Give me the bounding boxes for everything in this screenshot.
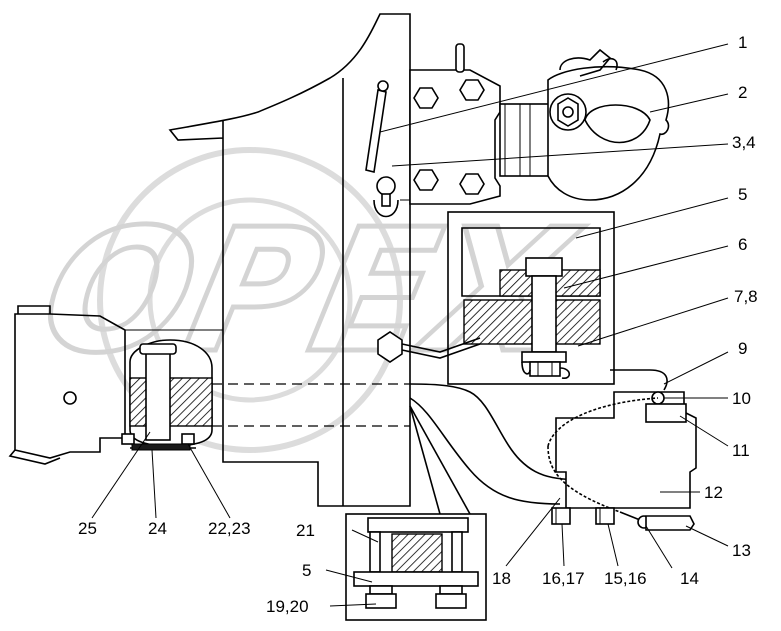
callout-7-8: 7,8: [734, 287, 758, 306]
callout-6: 6: [738, 235, 747, 254]
callout-24: 24: [148, 519, 167, 538]
callout-14: 14: [680, 569, 699, 588]
castle-nut-icon: [557, 97, 579, 127]
callout-5-bottom: 5: [302, 561, 311, 580]
frame-body: [168, 13, 411, 507]
callout-22-23: 22,23: [208, 519, 251, 538]
nut-icon: [413, 87, 439, 109]
callout-11: 11: [732, 441, 750, 460]
pin-with-safety-clip: [365, 80, 410, 218]
callout-15-16: 15,16: [604, 569, 647, 588]
callout-21: 21: [296, 521, 315, 540]
callout-25: 25: [78, 519, 97, 538]
leader-lines: [91, 43, 729, 607]
detail-damper: [345, 405, 487, 621]
callout-13: 13: [732, 541, 751, 560]
hook-assembly: [409, 43, 670, 205]
projection-lines: [212, 383, 410, 427]
callout-1: 1: [738, 33, 747, 52]
callout-3-4: 3,4: [732, 133, 756, 152]
callout-2: 2: [738, 83, 747, 102]
nut-icon: [459, 173, 485, 195]
callout-16-17: 16,17: [542, 569, 585, 588]
coupling-assembly: [409, 369, 697, 531]
nut-icon: [413, 169, 439, 191]
callout-10: 10: [732, 389, 751, 408]
callout-5: 5: [738, 185, 747, 204]
watermark-gear: [97, 147, 403, 453]
hose-link: [377, 331, 481, 363]
callout-18: 18: [492, 569, 511, 588]
nut-icon: [459, 79, 485, 101]
left-mount: [8, 305, 223, 465]
callout-9: 9: [738, 339, 747, 358]
callout-labels: 1 2 3,4 5 6 7,8 9 10 11 12 13 14 15,16 1…: [78, 33, 758, 616]
callout-19-20: 19,20: [266, 597, 309, 616]
callout-12: 12: [704, 483, 723, 502]
